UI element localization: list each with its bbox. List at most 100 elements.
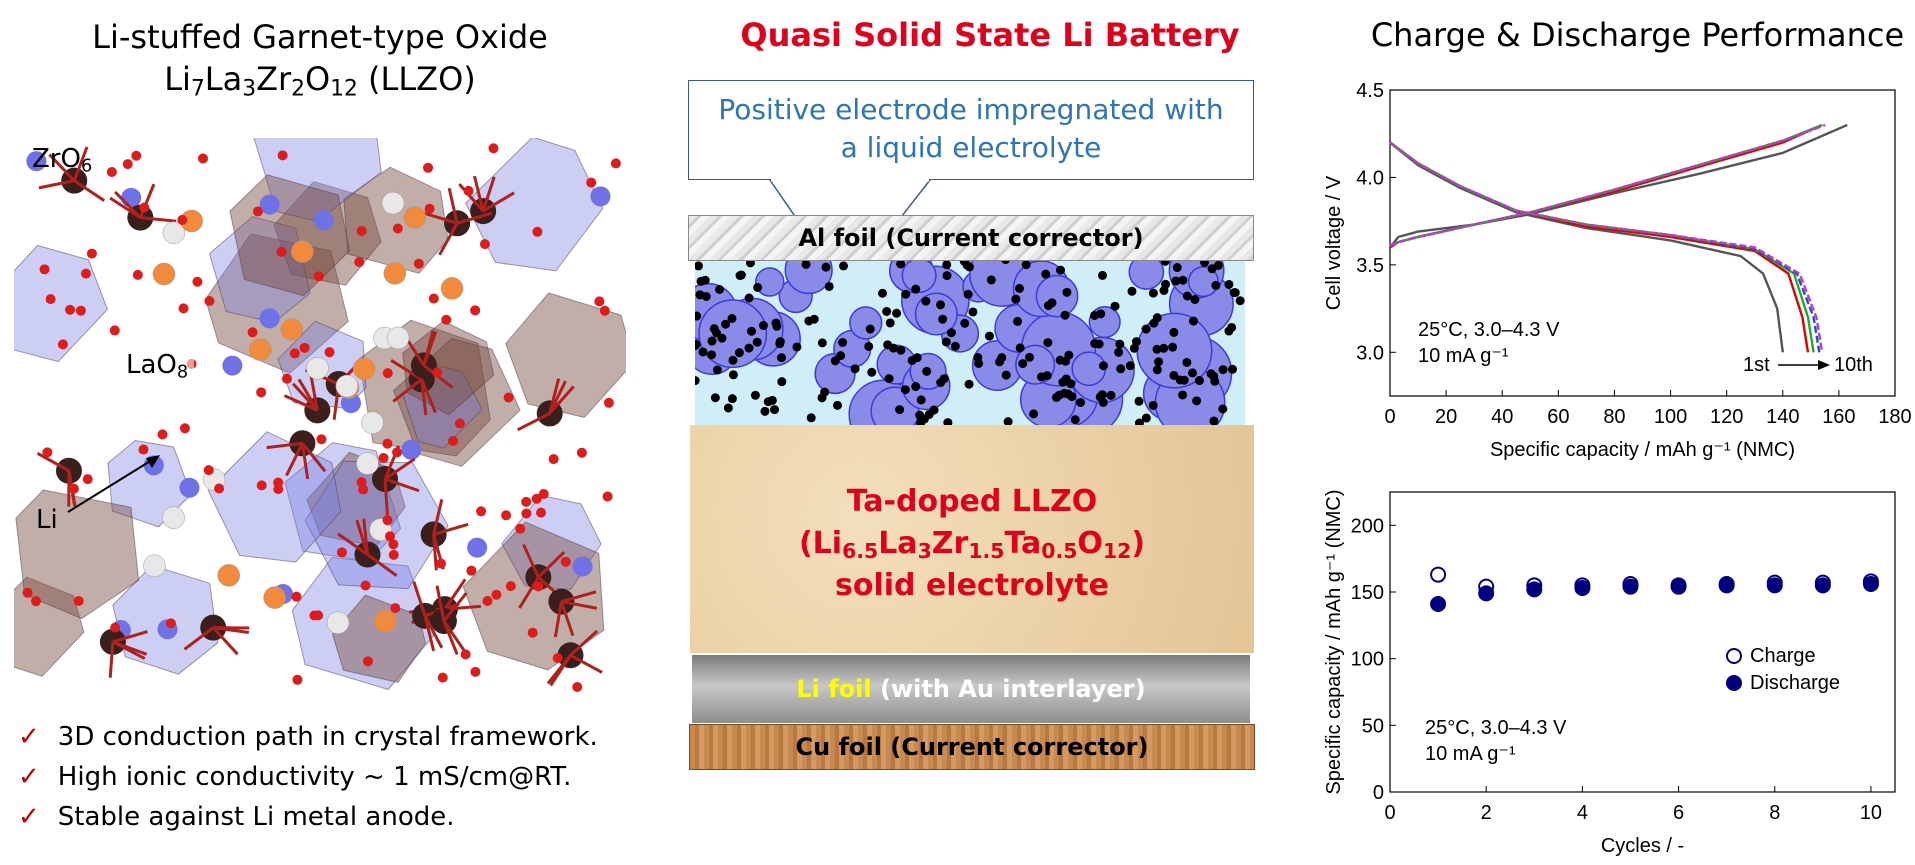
li-site-atom bbox=[356, 452, 379, 475]
carbon-particle bbox=[1224, 326, 1234, 336]
cu-foil-layer: Cu foil (Current corrector) bbox=[689, 724, 1255, 770]
carbon-particle bbox=[727, 394, 737, 404]
oxygen-atom bbox=[466, 565, 477, 576]
callout-line2: a liquid electrolyte bbox=[840, 131, 1102, 164]
nmc-particle bbox=[901, 259, 937, 294]
chart1-rate: 10 mA g⁻¹ bbox=[1418, 345, 1509, 367]
oxygen-atom bbox=[309, 610, 320, 621]
carbon-particle bbox=[941, 337, 951, 347]
carbon-particle bbox=[1059, 388, 1069, 398]
oxygen-atom bbox=[491, 589, 502, 600]
zr-o-bond bbox=[444, 604, 481, 611]
la-atom bbox=[401, 439, 422, 460]
nmc-particle bbox=[754, 267, 785, 297]
carbon-particle bbox=[986, 275, 996, 285]
oxygen-atom bbox=[178, 303, 189, 314]
la-atom bbox=[572, 556, 593, 577]
carbon-particle bbox=[777, 377, 787, 387]
x-tick-label: 20 bbox=[1435, 406, 1457, 428]
oxygen-atom bbox=[560, 556, 571, 567]
li-site-atom bbox=[381, 191, 405, 215]
x-tick-label: 8 bbox=[1769, 802, 1780, 824]
carbon-particle bbox=[1161, 279, 1171, 289]
oxygen-atom bbox=[454, 418, 465, 429]
zr-o-bond bbox=[422, 330, 438, 366]
discharge-point bbox=[1526, 581, 1543, 598]
oxygen-atom bbox=[45, 294, 56, 305]
carbon-particle bbox=[775, 337, 785, 347]
discharge-point bbox=[1622, 578, 1639, 595]
carbon-particle bbox=[915, 410, 925, 420]
zr-o-bond bbox=[383, 478, 389, 516]
x-tick-label: 60 bbox=[1547, 406, 1569, 428]
zr-o-bond bbox=[442, 591, 468, 622]
oxygen-atom bbox=[482, 596, 493, 607]
oxygen-atom bbox=[292, 674, 303, 685]
carbon-particle bbox=[809, 314, 819, 324]
solid-electrolyte-layer: Ta-doped LLZO (Li6.5La3Zr1.5Ta0.5O12) so… bbox=[690, 425, 1254, 653]
oxygen-atom bbox=[39, 264, 50, 275]
oxygen-atom bbox=[356, 477, 367, 488]
carbon-particle bbox=[1230, 288, 1240, 298]
al-foil-layer: Al foil (Current corrector) bbox=[688, 215, 1254, 261]
discharge-curve bbox=[1389, 141, 1815, 353]
chart2-conditions: 25°C, 3.0–4.3 V bbox=[1425, 717, 1567, 739]
oxygen-atom bbox=[157, 429, 168, 440]
zr-o-bond bbox=[283, 394, 318, 412]
oxygen-atom bbox=[432, 367, 443, 378]
zr-o-bond bbox=[420, 379, 428, 416]
y-tick-label: 4.5 bbox=[1356, 80, 1384, 102]
oxygen-atom bbox=[138, 444, 149, 455]
cycle-start-label: 1st bbox=[1743, 354, 1770, 376]
carbon-particle bbox=[1115, 339, 1125, 349]
carbon-particle bbox=[721, 319, 731, 329]
oxygen-atom bbox=[536, 507, 547, 518]
chart2-rate: 10 mA g⁻¹ bbox=[1425, 743, 1516, 765]
oxygen-atom bbox=[165, 618, 176, 629]
x-tick-label: 0 bbox=[1384, 406, 1395, 428]
oxygen-atom bbox=[179, 423, 190, 434]
oxygen-atom bbox=[336, 547, 347, 558]
oxygen-atom bbox=[197, 153, 208, 164]
zr-o-bond bbox=[112, 640, 146, 660]
oxygen-atom bbox=[505, 581, 516, 592]
bullet-item: ✓3D conduction path in crystal framework… bbox=[18, 722, 598, 752]
oxygen-atom bbox=[424, 203, 435, 214]
oxygen-atom bbox=[82, 474, 93, 485]
carbon-particle bbox=[1106, 390, 1116, 400]
y-tick-label: 0 bbox=[1373, 782, 1384, 804]
zr-o-bond bbox=[300, 443, 310, 480]
carbon-particle bbox=[1114, 347, 1124, 357]
carbon-particle bbox=[1209, 416, 1219, 425]
zr-o-bond bbox=[569, 629, 599, 657]
li-site-atom bbox=[306, 357, 329, 380]
cathode-layer bbox=[695, 259, 1245, 425]
carbon-particle bbox=[1224, 279, 1234, 289]
lao8-polyhedron bbox=[207, 431, 342, 563]
li-foil-rest: (with Au interlayer) bbox=[871, 675, 1146, 703]
cathode-callout-box: Positive electrode impregnated with a li… bbox=[688, 80, 1254, 180]
carbon-particle bbox=[973, 352, 983, 362]
lao8-polyhedron bbox=[464, 138, 604, 272]
zr-o-bond bbox=[337, 532, 369, 556]
carbon-particle bbox=[1152, 313, 1162, 323]
li-label: Li bbox=[36, 505, 58, 535]
carbon-particle bbox=[695, 376, 700, 386]
x-tick-label: 0 bbox=[1384, 802, 1395, 824]
oxygen-atom bbox=[385, 531, 396, 542]
carbon-particle bbox=[696, 276, 706, 286]
carbon-particle bbox=[776, 353, 786, 363]
oxygen-atom bbox=[488, 143, 499, 154]
zro6-polyhedron bbox=[343, 166, 449, 274]
carbon-particle bbox=[1227, 364, 1237, 374]
x-axis-label: Cycles / - bbox=[1601, 835, 1684, 857]
carbon-particle bbox=[1076, 397, 1086, 407]
carbon-particle bbox=[753, 282, 763, 292]
la-atom bbox=[467, 537, 488, 558]
oxygen-atom bbox=[281, 373, 292, 384]
carbon-particle bbox=[964, 379, 974, 389]
discharge-point bbox=[1766, 577, 1783, 594]
oxygen-atom bbox=[316, 434, 327, 445]
